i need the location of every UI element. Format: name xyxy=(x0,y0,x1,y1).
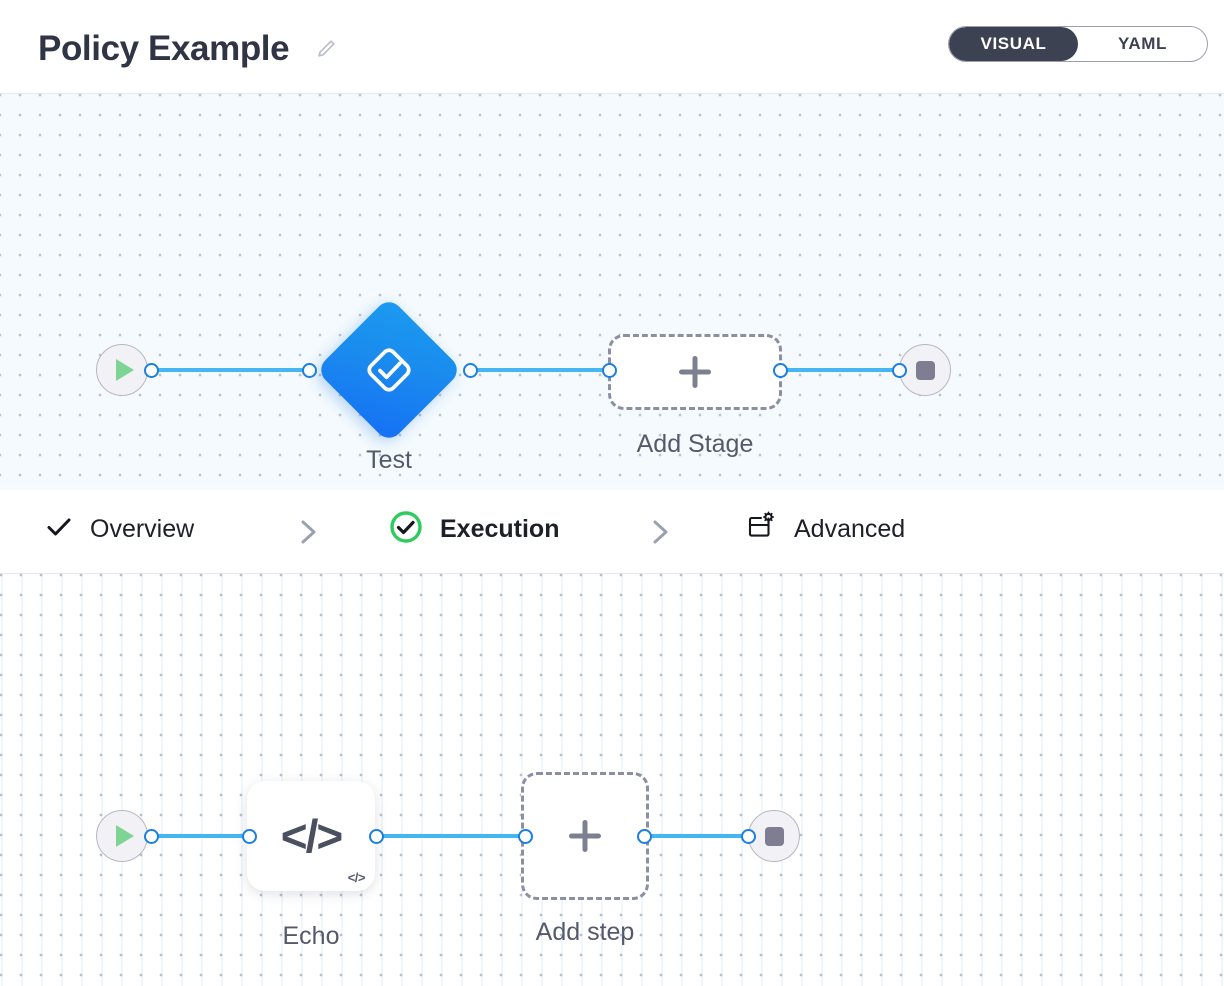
step-canvas[interactable]: </> </> Echo Add step xyxy=(0,574,1224,986)
toggle-option-visual[interactable]: VISUAL xyxy=(949,27,1078,61)
title-group: Policy Example xyxy=(38,26,337,72)
add-stage-button[interactable] xyxy=(608,334,782,410)
port-addstep-out[interactable] xyxy=(637,829,652,844)
stop-icon xyxy=(764,826,784,846)
stage-label-test: Test xyxy=(366,446,412,474)
port-echo-out[interactable] xyxy=(369,829,384,844)
step-node-echo[interactable]: </> </> xyxy=(247,781,375,891)
plus-icon xyxy=(679,356,711,388)
tab-execution-label: Execution xyxy=(440,514,560,543)
stage-node-test[interactable] xyxy=(315,296,463,444)
port-test-out[interactable] xyxy=(463,363,478,378)
code-badge-icon: </> xyxy=(347,870,366,885)
toggle-option-yaml[interactable]: YAML xyxy=(1117,34,1167,53)
tab-overview[interactable]: Overview xyxy=(44,490,194,574)
edge-test-to-addstage xyxy=(468,368,614,372)
step-end-node[interactable] xyxy=(748,810,800,862)
pencil-icon[interactable] xyxy=(315,38,337,60)
check-circle-icon xyxy=(388,509,424,550)
tab-separator-1 xyxy=(296,490,322,574)
code-icon: </> xyxy=(280,810,343,862)
tab-advanced[interactable]: Advanced xyxy=(744,490,905,574)
stage-flow: Test Add Stage xyxy=(0,94,1224,490)
play-icon xyxy=(115,825,134,847)
add-step-label: Add step xyxy=(535,918,635,946)
stage-start-node[interactable] xyxy=(96,344,148,396)
step-label-echo: Echo xyxy=(282,922,340,950)
check-icon xyxy=(44,512,74,547)
port-addstage-in[interactable] xyxy=(602,363,617,378)
stage-end-node[interactable] xyxy=(899,344,951,396)
view-mode-toggle[interactable]: VISUAL YAML xyxy=(948,26,1208,62)
step-flow: </> </> Echo Add step xyxy=(0,574,1224,986)
page-header: Policy Example VISUAL YAML xyxy=(0,0,1224,94)
add-step-button[interactable] xyxy=(521,772,649,900)
page-title: Policy Example xyxy=(38,29,290,68)
port-end-in[interactable] xyxy=(892,363,907,378)
port-step-start-out[interactable] xyxy=(144,829,159,844)
port-addstep-in[interactable] xyxy=(518,829,533,844)
window-gear-icon xyxy=(744,510,778,549)
tab-separator-2 xyxy=(648,490,674,574)
edge-addstage-to-end xyxy=(778,368,904,372)
port-test-in[interactable] xyxy=(302,363,317,378)
port-start-out[interactable] xyxy=(144,363,159,378)
edge-echo-to-addstep xyxy=(374,834,532,838)
stop-icon xyxy=(915,360,935,380)
play-icon xyxy=(115,359,134,381)
port-echo-in[interactable] xyxy=(242,829,257,844)
edge-start-to-echo xyxy=(150,834,262,838)
tab-execution[interactable]: Execution xyxy=(388,490,559,574)
step-start-node[interactable] xyxy=(96,810,148,862)
stage-detail-tabs: Overview Execution xyxy=(0,490,1224,574)
port-step-end-in[interactable] xyxy=(741,829,756,844)
plus-icon xyxy=(569,820,601,852)
tab-overview-label: Overview xyxy=(90,514,195,543)
edge-start-to-test xyxy=(150,368,312,372)
add-stage-label: Add Stage xyxy=(636,430,754,458)
tab-advanced-label: Advanced xyxy=(794,514,906,543)
edge-addstep-to-end xyxy=(642,834,758,838)
port-addstage-out[interactable] xyxy=(773,363,788,378)
stage-canvas[interactable]: Test Add Stage xyxy=(0,94,1224,490)
check-diamond-icon xyxy=(360,341,418,399)
